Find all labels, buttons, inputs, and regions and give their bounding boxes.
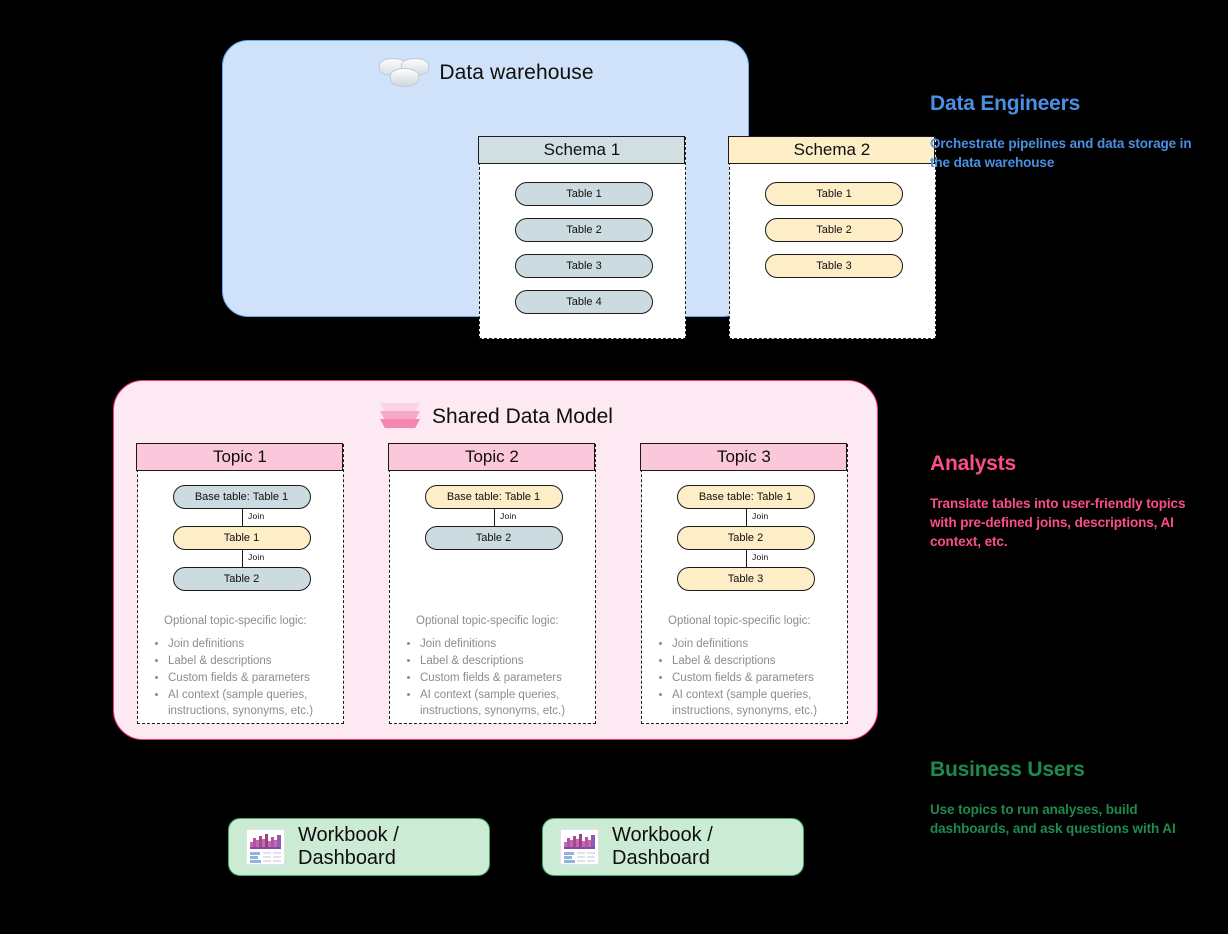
persona-data-engineers: Data Engineers Orchestrate pipelines and… [930, 92, 1210, 172]
list-item: Custom fields & parameters [420, 670, 589, 686]
join-label: Join [752, 511, 769, 521]
schema-1-table-2[interactable]: Table 2 [515, 218, 653, 242]
persona-description: Use topics to run analyses, build dashbo… [930, 802, 1176, 836]
schema-1-table-1[interactable]: Table 1 [515, 182, 653, 206]
schema-1-header: Schema 1 [478, 136, 686, 165]
list-item: Label & descriptions [168, 653, 337, 669]
schema-1-table-4[interactable]: Table 4 [515, 290, 653, 314]
shared-data-model-title-row: Shared Data Model [114, 395, 879, 439]
schema-box-2: Schema 2 Table 1 Table 2 Table 3 [728, 136, 936, 339]
topic-2-node-2[interactable]: Table 2 [424, 526, 563, 550]
join-label: Join [752, 552, 769, 562]
topic-1-node-3[interactable]: Table 2 [172, 567, 311, 591]
persona-analysts: Analysts Translate tables into user-frie… [930, 452, 1210, 551]
persona-title: Data Engineers [930, 92, 1081, 115]
logic-heading: Optional topic-specific logic: [164, 615, 307, 627]
data-warehouse-container: Data warehouse Schema 1 Table 1 Table 2 … [222, 40, 936, 339]
persona-title: Business Users [930, 758, 1085, 781]
topic-box-3: Topic 3 Base table: Table 1 Join Table 2… [640, 443, 849, 724]
schema-2-table-1[interactable]: Table 1 [765, 182, 903, 206]
schema-1-table-3[interactable]: Table 3 [515, 254, 653, 278]
persona-description: Translate tables into user-friendly topi… [930, 496, 1186, 549]
list-item: Custom fields & parameters [672, 670, 841, 686]
topic-1-header: Topic 1 [136, 443, 344, 472]
topic-2-header: Topic 2 [388, 443, 596, 472]
workbook-dashboard-label: Workbook / Dashboard [298, 824, 399, 869]
topic-3-logic: Optional topic-specific logic: Join defi… [656, 613, 841, 720]
topic-1-join-1: Join [138, 509, 345, 526]
topic-3-node-2[interactable]: Table 2 [676, 526, 815, 550]
dashboard-thumbnail-icon [560, 829, 599, 865]
data-warehouse-title: Data warehouse [439, 61, 594, 84]
topic-1-node-2[interactable]: Table 1 [172, 526, 311, 550]
workbook-dashboard-label: Workbook / Dashboard [612, 824, 713, 869]
layers-stack-icon [380, 402, 421, 432]
topic-1-table-graph: Base table: Table 1 Join Table 1 Join Ta… [138, 485, 345, 591]
schema-box-1: Schema 1 Table 1 Table 2 Table 3 Table 4 [478, 136, 686, 339]
join-label: Join [248, 552, 265, 562]
list-item: Label & descriptions [420, 653, 589, 669]
topic-3-header: Topic 3 [640, 443, 848, 472]
schema-2-table-3[interactable]: Table 3 [765, 254, 903, 278]
schema-2-table-2[interactable]: Table 2 [765, 218, 903, 242]
topic-3-join-2: Join [642, 550, 849, 567]
list-item: AI context (sample queries, instructions… [168, 687, 337, 719]
join-connector-line [493, 509, 495, 526]
persona-business-users: Business Users Use topics to run analyse… [930, 758, 1210, 838]
list-item: AI context (sample queries, instructions… [672, 687, 841, 719]
topic-box-2: Topic 2 Base table: Table 1 Join Table 2… [388, 443, 597, 724]
logic-list: Join definitions Label & descriptions Cu… [656, 636, 841, 719]
topic-3-node-3[interactable]: Table 3 [676, 567, 815, 591]
topic-3-node-1[interactable]: Base table: Table 1 [676, 485, 815, 509]
topic-3-join-1: Join [642, 509, 849, 526]
topic-1-join-2: Join [138, 550, 345, 567]
list-item: Join definitions [420, 636, 589, 652]
topic-2-join-1: Join [390, 509, 597, 526]
dashboard-thumbnail-icon [246, 829, 285, 865]
shared-data-model-title: Shared Data Model [432, 405, 613, 428]
persona-title: Analysts [930, 452, 1016, 475]
list-item: AI context (sample queries, instructions… [420, 687, 589, 719]
join-connector-line [745, 509, 747, 526]
join-connector-line [745, 550, 747, 567]
list-item: Label & descriptions [672, 653, 841, 669]
workbook-dashboard-card-1[interactable]: Workbook / Dashboard [228, 818, 490, 876]
join-label: Join [500, 511, 517, 521]
topic-2-logic: Optional topic-specific logic: Join defi… [404, 613, 589, 720]
join-connector-line [241, 509, 243, 526]
list-item: Join definitions [168, 636, 337, 652]
database-stack-icon [379, 56, 430, 90]
list-item: Custom fields & parameters [168, 670, 337, 686]
workbook-dashboard-card-2[interactable]: Workbook / Dashboard [542, 818, 804, 876]
schema-2-header: Schema 2 [728, 136, 936, 165]
data-warehouse-title-row: Data warehouse [223, 51, 750, 95]
persona-description: Orchestrate pipelines and data storage i… [930, 136, 1192, 170]
topic-1-logic: Optional topic-specific logic: Join defi… [152, 613, 337, 720]
list-item: Join definitions [672, 636, 841, 652]
logic-heading: Optional topic-specific logic: [416, 615, 559, 627]
logic-heading: Optional topic-specific logic: [668, 615, 811, 627]
topic-1-node-1[interactable]: Base table: Table 1 [172, 485, 311, 509]
topic-3-table-graph: Base table: Table 1 Join Table 2 Join Ta… [642, 485, 849, 591]
topic-box-1: Topic 1 Base table: Table 1 Join Table 1… [136, 443, 345, 724]
join-label: Join [248, 511, 265, 521]
logic-list: Join definitions Label & descriptions Cu… [152, 636, 337, 719]
topic-2-table-graph: Base table: Table 1 Join Table 2 [390, 485, 597, 550]
topic-2-node-1[interactable]: Base table: Table 1 [424, 485, 563, 509]
join-connector-line [241, 550, 243, 567]
logic-list: Join definitions Label & descriptions Cu… [404, 636, 589, 719]
